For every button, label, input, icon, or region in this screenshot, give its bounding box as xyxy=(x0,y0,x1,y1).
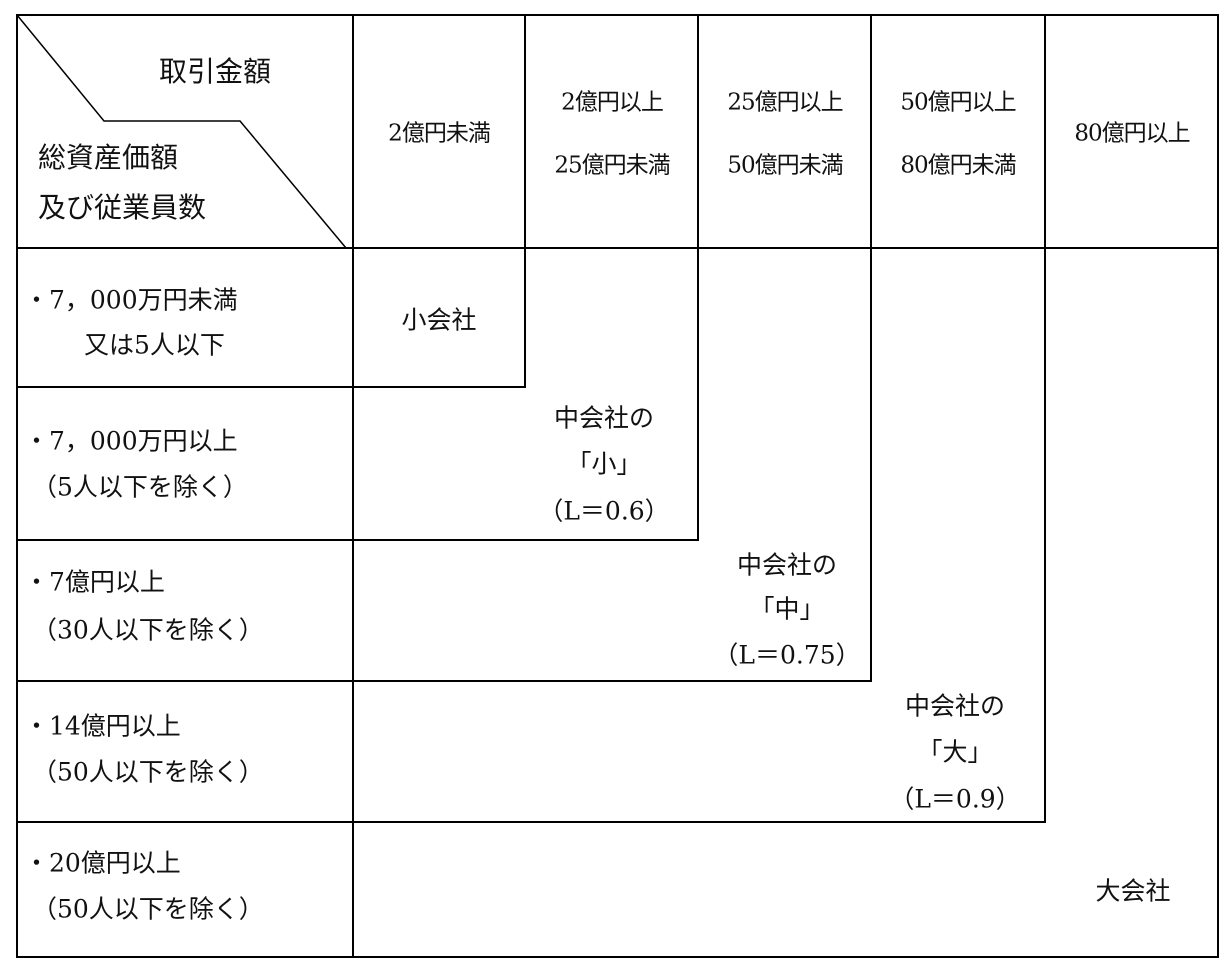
small-company-boundary xyxy=(353,248,526,388)
row-header-2: ・7，000万円以上 xyxy=(24,426,238,456)
row-header-3: ・7億円以上 xyxy=(24,567,165,597)
column-header-1: 2億円未満 xyxy=(388,120,491,147)
mid-large-l-value: （L＝0.9） xyxy=(889,784,1021,814)
corner-bottom-label-1: 総資産価額 xyxy=(38,141,179,174)
corner-diagonal xyxy=(16,14,347,249)
mid-mid-l-value: （L＝0.75） xyxy=(713,640,861,670)
column-header-3: 25億円以上 xyxy=(727,89,843,116)
column-header-4b: 80億円未満 xyxy=(900,152,1016,179)
mid-large-boundary xyxy=(353,248,1046,823)
row-header-5: ・20億円以上 xyxy=(24,848,181,878)
mid-small-label-2: 「小」 xyxy=(566,449,642,479)
row-header-1: ・7，000万円未満 xyxy=(24,285,238,315)
mid-small-boundary xyxy=(353,248,699,541)
mid-mid-label-2: 「中」 xyxy=(749,594,825,624)
mid-mid-boundary xyxy=(353,248,872,682)
column-header-2b: 25億円未満 xyxy=(554,152,670,179)
column-header-3b: 50億円未満 xyxy=(727,152,843,179)
row-header-4: ・14億円以上 xyxy=(24,711,181,741)
row-header-5b: （50人以下を除く） xyxy=(32,894,264,924)
table-border xyxy=(16,14,1219,958)
corner-top-label: 取引金額 xyxy=(158,55,272,88)
small-company-label: 小会社 xyxy=(401,305,477,335)
row-header-3b: （30人以下を除く） xyxy=(32,615,264,645)
corner-bottom-label-2: 及び従業員数 xyxy=(38,191,207,224)
large-company-label: 大会社 xyxy=(1095,876,1171,906)
column-header-5: 80億円以上 xyxy=(1074,120,1190,147)
mid-small-l-value: （L＝0.6） xyxy=(538,496,670,526)
mid-large-label: 中会社の xyxy=(904,691,1006,721)
row-header-1b: 又は5人以下 xyxy=(84,330,225,360)
row-header-2b: （5人以下を除く） xyxy=(32,472,248,502)
mid-mid-label: 中会社の xyxy=(736,550,838,580)
mid-small-label: 中会社の xyxy=(553,403,655,433)
mid-large-label-2: 「大」 xyxy=(917,737,993,767)
row-header-4b: （50人以下を除く） xyxy=(32,757,264,787)
column-header-2: 2億円以上 xyxy=(561,89,664,116)
column-header-4: 50億円以上 xyxy=(900,89,1016,116)
